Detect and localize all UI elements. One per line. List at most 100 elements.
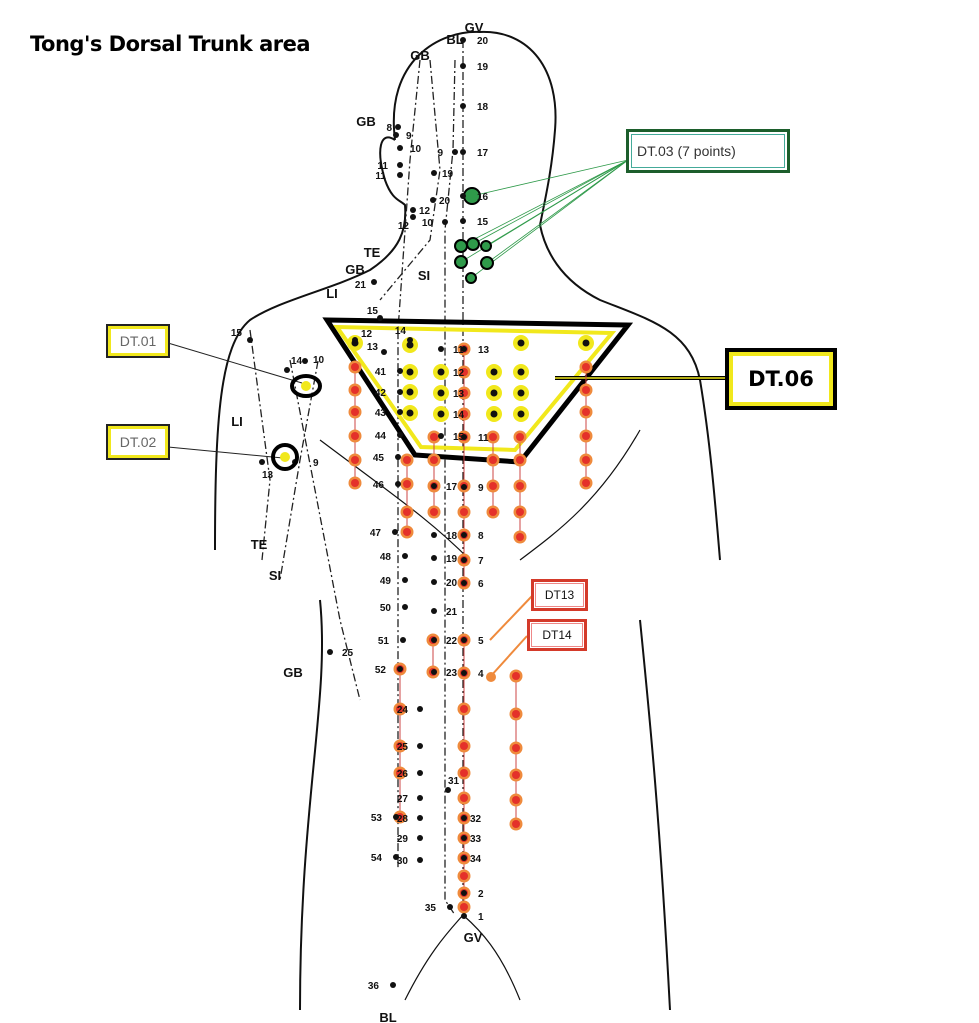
acupoint-dot: [393, 132, 399, 138]
dt-column-c-point: [430, 433, 438, 441]
acupoint-dot: [397, 172, 403, 178]
acupoint-dot: [431, 483, 437, 489]
dt-column-f-point: [516, 456, 524, 464]
point-number-label: 26: [397, 769, 409, 780]
dt03-point: [480, 256, 494, 270]
point-number-label: 7: [478, 556, 484, 567]
point-number-label: 13: [478, 345, 490, 356]
acupoint-dot: [461, 484, 467, 490]
acupoint-dot: [381, 349, 387, 355]
acupoint-dot: [247, 337, 253, 343]
acupoint-dot: [410, 207, 416, 213]
dt-column-d-point: [460, 508, 468, 516]
acupoint-dot: [438, 369, 444, 375]
meridian-label: LI: [326, 286, 338, 301]
point-number-label: 52: [375, 665, 387, 676]
point-number-label: 13: [367, 342, 379, 353]
acupoint-dot: [390, 982, 396, 988]
dt-column-a-point: [351, 456, 359, 464]
acupoint-dot: [259, 459, 265, 465]
dt-column-a-point: [351, 432, 359, 440]
dt06-point: [406, 368, 414, 376]
point-number-label: 6: [478, 579, 484, 590]
acupoint-dot: [395, 124, 401, 130]
acupoint-dot: [461, 434, 467, 440]
acupoint-dot: [431, 170, 437, 176]
acupoint-dot: [460, 193, 466, 199]
point-number-label: 32: [470, 814, 482, 825]
point-number-label: 36: [368, 981, 380, 992]
dt-column-a-point: [351, 479, 359, 487]
dt06-point: [582, 339, 590, 347]
point-number-label: 21: [446, 607, 458, 618]
point-number-label: 12: [419, 206, 431, 217]
dt-column-point: [403, 456, 411, 464]
dt-column-f-point: [516, 533, 524, 541]
body-outline: [214, 30, 721, 1011]
point-number-label: 25: [397, 742, 409, 753]
acupoint-dot: [397, 432, 403, 438]
acupoint-dot: [395, 481, 401, 487]
dt-column-point: [460, 705, 468, 713]
dt-column-c-point: [430, 508, 438, 516]
point-number-label: 45: [373, 453, 385, 464]
dt-column-e-point: [489, 433, 497, 441]
point-number-label: 8: [386, 123, 392, 134]
dt-column-point: [403, 508, 411, 516]
dt02-label: DT.02: [106, 424, 170, 460]
dt06-region-highlight: [333, 324, 617, 453]
dt03-label: DT.03 (7 points): [626, 129, 790, 173]
dt01-point: [301, 381, 311, 391]
meridian-label: GB: [356, 114, 376, 129]
point-number-label: 10: [422, 218, 434, 229]
point-number-label: 47: [370, 528, 382, 539]
point-number-label: 19: [446, 554, 458, 565]
meridian-label: SI: [269, 568, 281, 583]
dt02-point-marker: [271, 443, 299, 471]
acupoint-dot: [447, 904, 453, 910]
acupoint-dot: [460, 218, 466, 224]
acupoint-dot: [431, 532, 437, 538]
point-number-label: 4: [478, 669, 484, 680]
dt-column-e-point: [489, 482, 497, 490]
dt-column-point: [396, 769, 404, 777]
acupoint-dot: [377, 315, 383, 321]
dt01-leader-line: [167, 342, 303, 384]
acupoint-dot: [460, 149, 466, 155]
acupoint-dot: [431, 555, 437, 561]
acupoint-dot: [431, 608, 437, 614]
point-number-label: 17: [446, 482, 458, 493]
point-number-label: 20: [446, 578, 458, 589]
dt03-point: [466, 237, 480, 251]
dt-column-b-point: [582, 386, 590, 394]
acupoint-dot: [397, 145, 403, 151]
point-number-label: 27: [397, 794, 409, 805]
acupoint-dot: [461, 835, 467, 841]
acupoint-dot: [438, 433, 444, 439]
point-number-label: 50: [380, 603, 392, 614]
point-number-label: 13: [262, 470, 274, 481]
acupoint-dot: [393, 814, 399, 820]
dt-column-d-point: [460, 389, 468, 397]
dt13-leader-line: [489, 595, 533, 641]
point-number-label: 46: [373, 480, 385, 491]
point-number-label: 14: [291, 356, 303, 367]
point-number-label: 10: [313, 355, 325, 366]
dt-column-f-point: [516, 508, 524, 516]
acupoint-dot: [431, 669, 437, 675]
acupoint-dot: [410, 214, 416, 220]
dt06-point: [517, 368, 525, 376]
dt-column-d-point: [460, 368, 468, 376]
point-number-label: 12: [453, 368, 465, 379]
dt03-point: [480, 240, 492, 252]
point-number-label: 51: [378, 636, 390, 647]
point-number-label: 43: [375, 408, 387, 419]
acupoint-dot: [417, 706, 423, 712]
dt03-leader-line: [470, 159, 629, 279]
acupoint-dot: [438, 411, 444, 417]
point-number-label: 21: [355, 280, 367, 291]
acupoint-dot: [417, 770, 423, 776]
point-number-label: 34: [470, 854, 482, 865]
acupoints: [247, 37, 594, 988]
dt03-point: [465, 272, 477, 284]
